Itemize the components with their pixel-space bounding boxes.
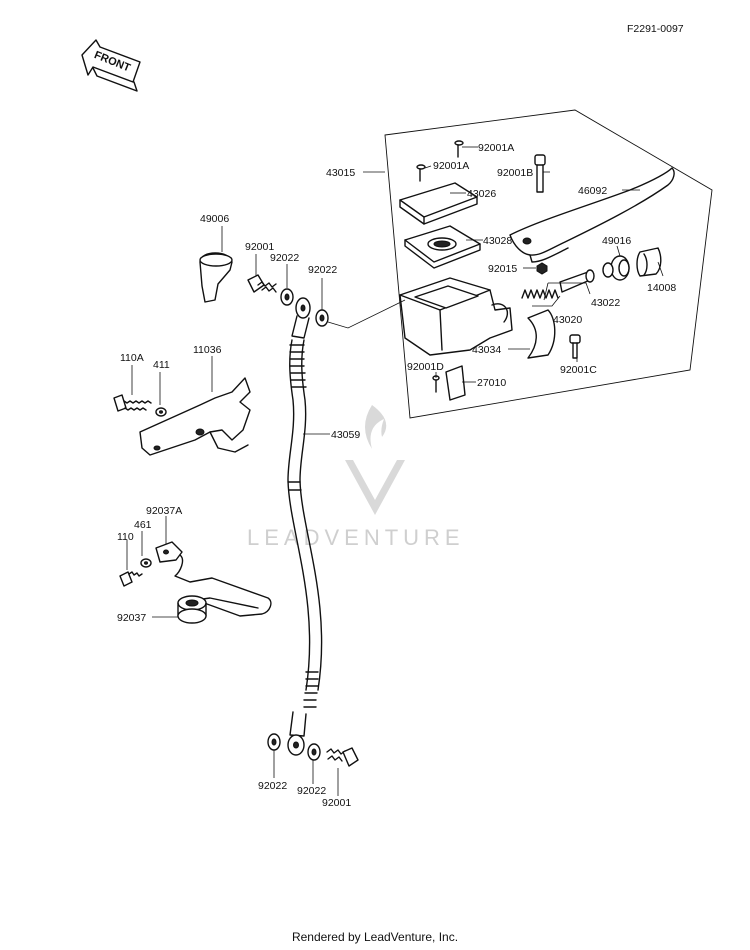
label-92022-top-1: 92022 [270, 252, 299, 264]
diaphragm [404, 225, 481, 269]
label-49006: 49006 [200, 213, 229, 225]
clamp-bolt [569, 334, 581, 359]
label-43020: 43020 [553, 314, 582, 326]
part-labels: 92001A 92001A 92001B 43015 43026 46092 4… [117, 142, 676, 809]
bracket-washer [155, 407, 167, 417]
wire-guide [174, 554, 272, 617]
assembly-boundary [384, 109, 713, 419]
lever-boot [610, 255, 630, 281]
label-49016: 49016 [602, 235, 631, 247]
label-110: 110 [117, 531, 134, 543]
label-92001d: 92001D [407, 361, 444, 373]
label-43028: 43028 [483, 235, 512, 247]
label-11036: 11036 [193, 344, 222, 356]
wire-clip [155, 541, 183, 563]
label-27010: 27010 [477, 377, 506, 389]
washer-top-1 [280, 288, 294, 306]
nut [536, 262, 548, 275]
grommet [177, 595, 207, 624]
label-461: 461 [134, 519, 152, 531]
front-arrow-icon: FRONT [81, 39, 141, 92]
label-411: 411 [153, 359, 170, 371]
reservoir-cap [399, 182, 478, 225]
label-92022-top-2: 92022 [308, 264, 337, 276]
label-92001a-2: 92001A [433, 160, 469, 172]
piston [559, 262, 614, 293]
hose-bracket [139, 377, 251, 456]
label-92001b: 92001B [497, 167, 533, 179]
cap-screw-2 [416, 164, 426, 182]
label-92001-top: 92001 [245, 241, 274, 253]
label-14008: 14008 [647, 282, 676, 294]
label-43059: 43059 [331, 429, 360, 441]
label-92001c: 92001C [560, 364, 597, 376]
master-cylinder-body [399, 277, 513, 356]
bleeder-cap [199, 252, 233, 303]
label-43026: 43026 [467, 188, 496, 200]
washer-top-2 [315, 309, 329, 327]
clamp-ring [636, 247, 662, 277]
washer-bottom-2 [307, 743, 321, 761]
label-92015: 92015 [488, 263, 517, 275]
label-92001a-1: 92001A [478, 142, 514, 154]
label-43034: 43034 [472, 344, 501, 356]
label-110a: 110A [120, 352, 144, 364]
cap-screw-1 [454, 140, 464, 158]
label-43022: 43022 [591, 297, 620, 309]
pivot-bolt [534, 154, 546, 193]
brake-light-switch [445, 365, 466, 401]
brake-hose [287, 339, 323, 737]
diagram-id: F2291-0097 [627, 23, 684, 35]
banjo-fitting-bottom [287, 734, 305, 756]
footer-credit: Rendered by LeadVenture, Inc. [291, 930, 459, 944]
spring [521, 289, 559, 299]
label-92037: 92037 [117, 612, 146, 624]
washer-bottom-1 [267, 733, 281, 751]
banjo-bolt-top [247, 274, 277, 293]
watermark-text: LEADVENTURE [247, 525, 465, 550]
clip-washer [140, 558, 152, 568]
watermark-logo: LEADVENTURE [247, 405, 465, 550]
label-43015: 43015 [326, 167, 355, 179]
clip-bolt [119, 571, 143, 587]
label-92001-bottom: 92001 [322, 797, 351, 809]
leader-lines [126, 146, 664, 796]
label-46092: 46092 [578, 185, 607, 197]
brake-lever [509, 167, 675, 263]
label-92022-bottom-1: 92022 [258, 780, 287, 792]
handlebar-clamp [527, 309, 556, 359]
label-92037a: 92037A [146, 505, 182, 517]
switch-screw [432, 375, 440, 393]
banjo-fitting-top [291, 297, 311, 339]
bracket-bolt [113, 394, 152, 412]
label-92022-bottom-2: 92022 [297, 785, 326, 797]
banjo-bolt-bottom [326, 747, 359, 767]
